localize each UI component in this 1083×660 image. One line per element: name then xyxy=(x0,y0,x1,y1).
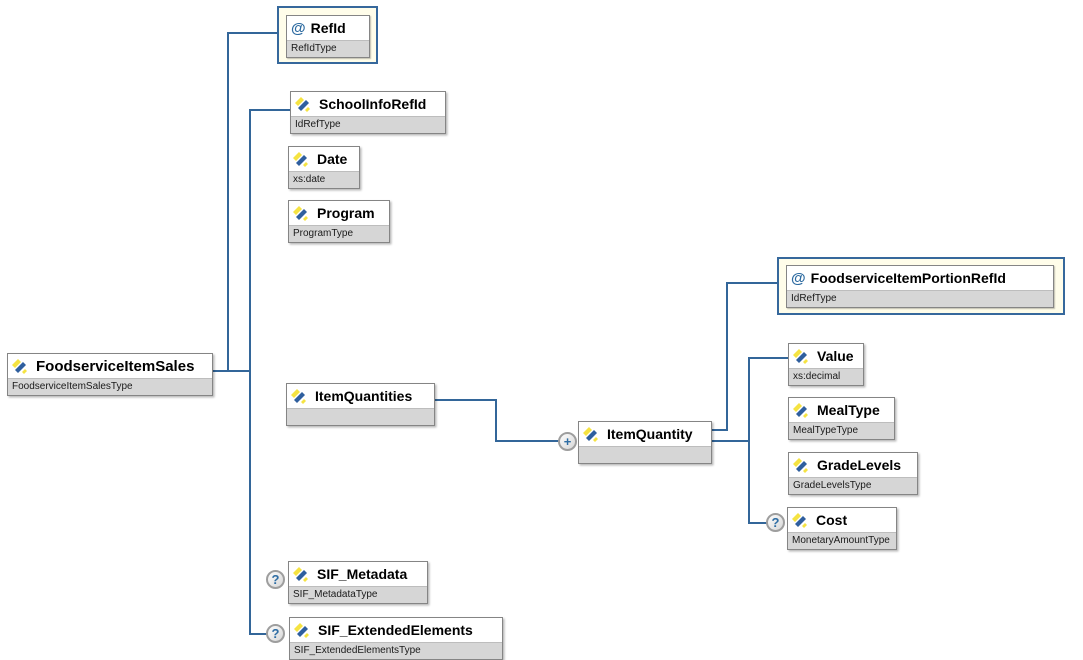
node-label: FoodserviceItemPortionRefId xyxy=(810,270,1006,286)
node-itemquantity[interactable]: ItemQuantity xyxy=(578,421,712,464)
connector-line xyxy=(712,440,750,442)
node-schoolinforefid[interactable]: SchoolInfoRefId IdRefType xyxy=(290,91,446,134)
node-type: GradeLevelsType xyxy=(789,477,917,494)
node-label: SIF_ExtendedElements xyxy=(318,622,473,638)
connector-line xyxy=(495,399,497,442)
node-label: ItemQuantities xyxy=(315,388,413,404)
element-icon xyxy=(792,513,811,528)
attribute-frame-refid: @ RefId RefIdType xyxy=(277,6,378,64)
element-icon xyxy=(295,97,314,112)
node-gradelevels[interactable]: GradeLevels GradeLevelsType xyxy=(788,452,918,495)
node-type: IdRefType xyxy=(291,116,445,133)
node-label: MealType xyxy=(817,402,880,418)
node-type: IdRefType xyxy=(787,290,1053,307)
connector-line xyxy=(249,109,251,635)
node-type: SIF_ExtendedElementsType xyxy=(290,642,502,659)
node-sif-extendedelements[interactable]: SIF_ExtendedElements SIF_ExtendedElement… xyxy=(289,617,503,660)
node-label: Date xyxy=(317,151,348,167)
node-type xyxy=(287,408,434,425)
element-icon xyxy=(293,206,312,221)
node-title: Program xyxy=(289,201,389,225)
connector-line xyxy=(495,440,559,442)
connector-line xyxy=(748,522,768,524)
element-icon xyxy=(293,152,312,167)
connector-line xyxy=(712,429,728,431)
element-icon xyxy=(293,567,312,582)
connector-line xyxy=(435,399,497,401)
node-date[interactable]: Date xs:date xyxy=(288,146,360,189)
node-title: SIF_ExtendedElements xyxy=(290,618,502,642)
attribute-icon: @ xyxy=(791,270,806,287)
optional-badge-sif-metadata: ? xyxy=(266,570,285,589)
connector-line xyxy=(726,282,777,284)
element-icon xyxy=(583,427,602,442)
node-type: SIF_MetadataType xyxy=(289,586,427,603)
question-icon: ? xyxy=(271,626,280,641)
connector-line xyxy=(726,282,728,431)
connector-line xyxy=(213,370,250,372)
element-icon xyxy=(793,349,812,364)
node-foodserviceitemsales[interactable]: FoodserviceItemSales FoodserviceItemSale… xyxy=(7,353,213,396)
node-label: SchoolInfoRefId xyxy=(319,96,427,112)
node-itemquantities[interactable]: ItemQuantities xyxy=(286,383,435,426)
node-title: @ RefId xyxy=(287,16,369,40)
question-icon: ? xyxy=(271,572,280,587)
node-title: @ FoodserviceItemPortionRefId xyxy=(787,266,1053,290)
question-icon: ? xyxy=(771,515,780,530)
node-program[interactable]: Program ProgramType xyxy=(288,200,390,243)
node-title: GradeLevels xyxy=(789,453,917,477)
node-title: Date xyxy=(289,147,359,171)
node-label: Cost xyxy=(816,512,848,528)
node-label: RefId xyxy=(310,20,346,36)
attribute-icon: @ xyxy=(291,20,306,37)
node-label: ItemQuantity xyxy=(607,426,693,442)
attribute-frame-foodserviceitemportionrefid: @ FoodserviceItemPortionRefId IdRefType xyxy=(777,257,1065,315)
node-refid[interactable]: @ RefId RefIdType xyxy=(286,15,370,58)
connector-line xyxy=(748,357,750,524)
connector-line xyxy=(249,109,290,111)
element-icon xyxy=(12,359,31,374)
connector-line xyxy=(748,357,788,359)
connector-line xyxy=(249,633,269,635)
node-label: FoodserviceItemSales xyxy=(36,358,195,375)
node-title: ItemQuantity xyxy=(579,422,711,446)
node-cost[interactable]: Cost MonetaryAmountType xyxy=(787,507,897,550)
node-type: xs:date xyxy=(289,171,359,188)
connector-line xyxy=(227,32,277,34)
node-type: MealTypeType xyxy=(789,422,894,439)
node-value[interactable]: Value xs:decimal xyxy=(788,343,864,386)
optional-badge-sif-extendedelements: ? xyxy=(266,624,285,643)
node-label: GradeLevels xyxy=(817,457,902,473)
node-label: Program xyxy=(317,205,375,221)
optional-badge-cost: ? xyxy=(766,513,785,532)
node-label: SIF_Metadata xyxy=(317,566,408,582)
node-title: Value xyxy=(789,344,863,368)
node-title: SIF_Metadata xyxy=(289,562,427,586)
node-label: Value xyxy=(817,348,854,364)
element-icon xyxy=(294,623,313,638)
node-title: MealType xyxy=(789,398,894,422)
node-type: FoodserviceItemSalesType xyxy=(8,378,212,395)
node-type: ProgramType xyxy=(289,225,389,242)
node-mealtype[interactable]: MealType MealTypeType xyxy=(788,397,895,440)
node-sif-metadata[interactable]: SIF_Metadata SIF_MetadataType xyxy=(288,561,428,604)
node-title: SchoolInfoRefId xyxy=(291,92,445,116)
node-type: RefIdType xyxy=(287,40,369,57)
node-title: FoodserviceItemSales xyxy=(8,354,212,378)
node-type: xs:decimal xyxy=(789,368,863,385)
node-type xyxy=(579,446,711,463)
node-title: ItemQuantities xyxy=(287,384,434,408)
connector-line xyxy=(227,32,229,372)
element-icon xyxy=(291,389,310,404)
node-title: Cost xyxy=(788,508,896,532)
repeat-badge-itemquantity: + xyxy=(558,432,577,451)
element-icon xyxy=(793,458,812,473)
element-icon xyxy=(793,403,812,418)
plus-icon: + xyxy=(563,434,572,449)
node-type: MonetaryAmountType xyxy=(788,532,896,549)
node-foodserviceitemportionrefid[interactable]: @ FoodserviceItemPortionRefId IdRefType xyxy=(786,265,1054,308)
